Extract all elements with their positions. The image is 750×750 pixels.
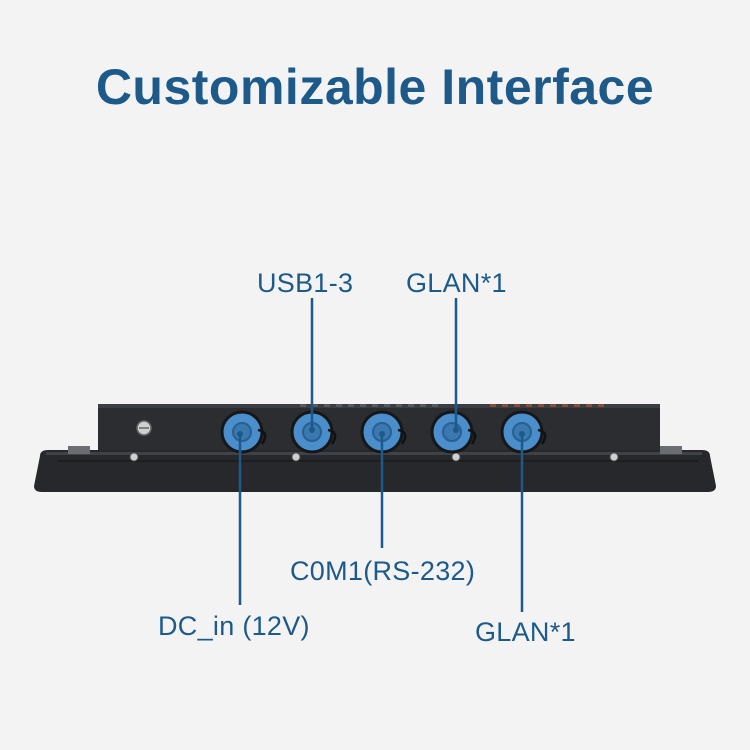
label-com: C0M1(RS-232): [290, 556, 476, 586]
mount-screw: [129, 452, 139, 462]
bezel-highlight: [46, 452, 702, 455]
rear-housing-top-edge: [98, 404, 660, 408]
page-title: Customizable Interface: [95, 59, 655, 115]
label-usb: USB1-3: [257, 268, 354, 298]
vent-dots: [300, 404, 604, 407]
label-glan-top: GLAN*1: [406, 268, 507, 298]
mount-screw: [291, 452, 301, 462]
bezel-groove: [58, 460, 698, 462]
mount-screw: [609, 452, 619, 462]
label-glan-bottom: GLAN*1: [475, 617, 576, 647]
port-glan-1: [430, 410, 477, 454]
mount-screw: [451, 452, 461, 462]
label-dc-in: DC_in (12V): [158, 611, 310, 641]
